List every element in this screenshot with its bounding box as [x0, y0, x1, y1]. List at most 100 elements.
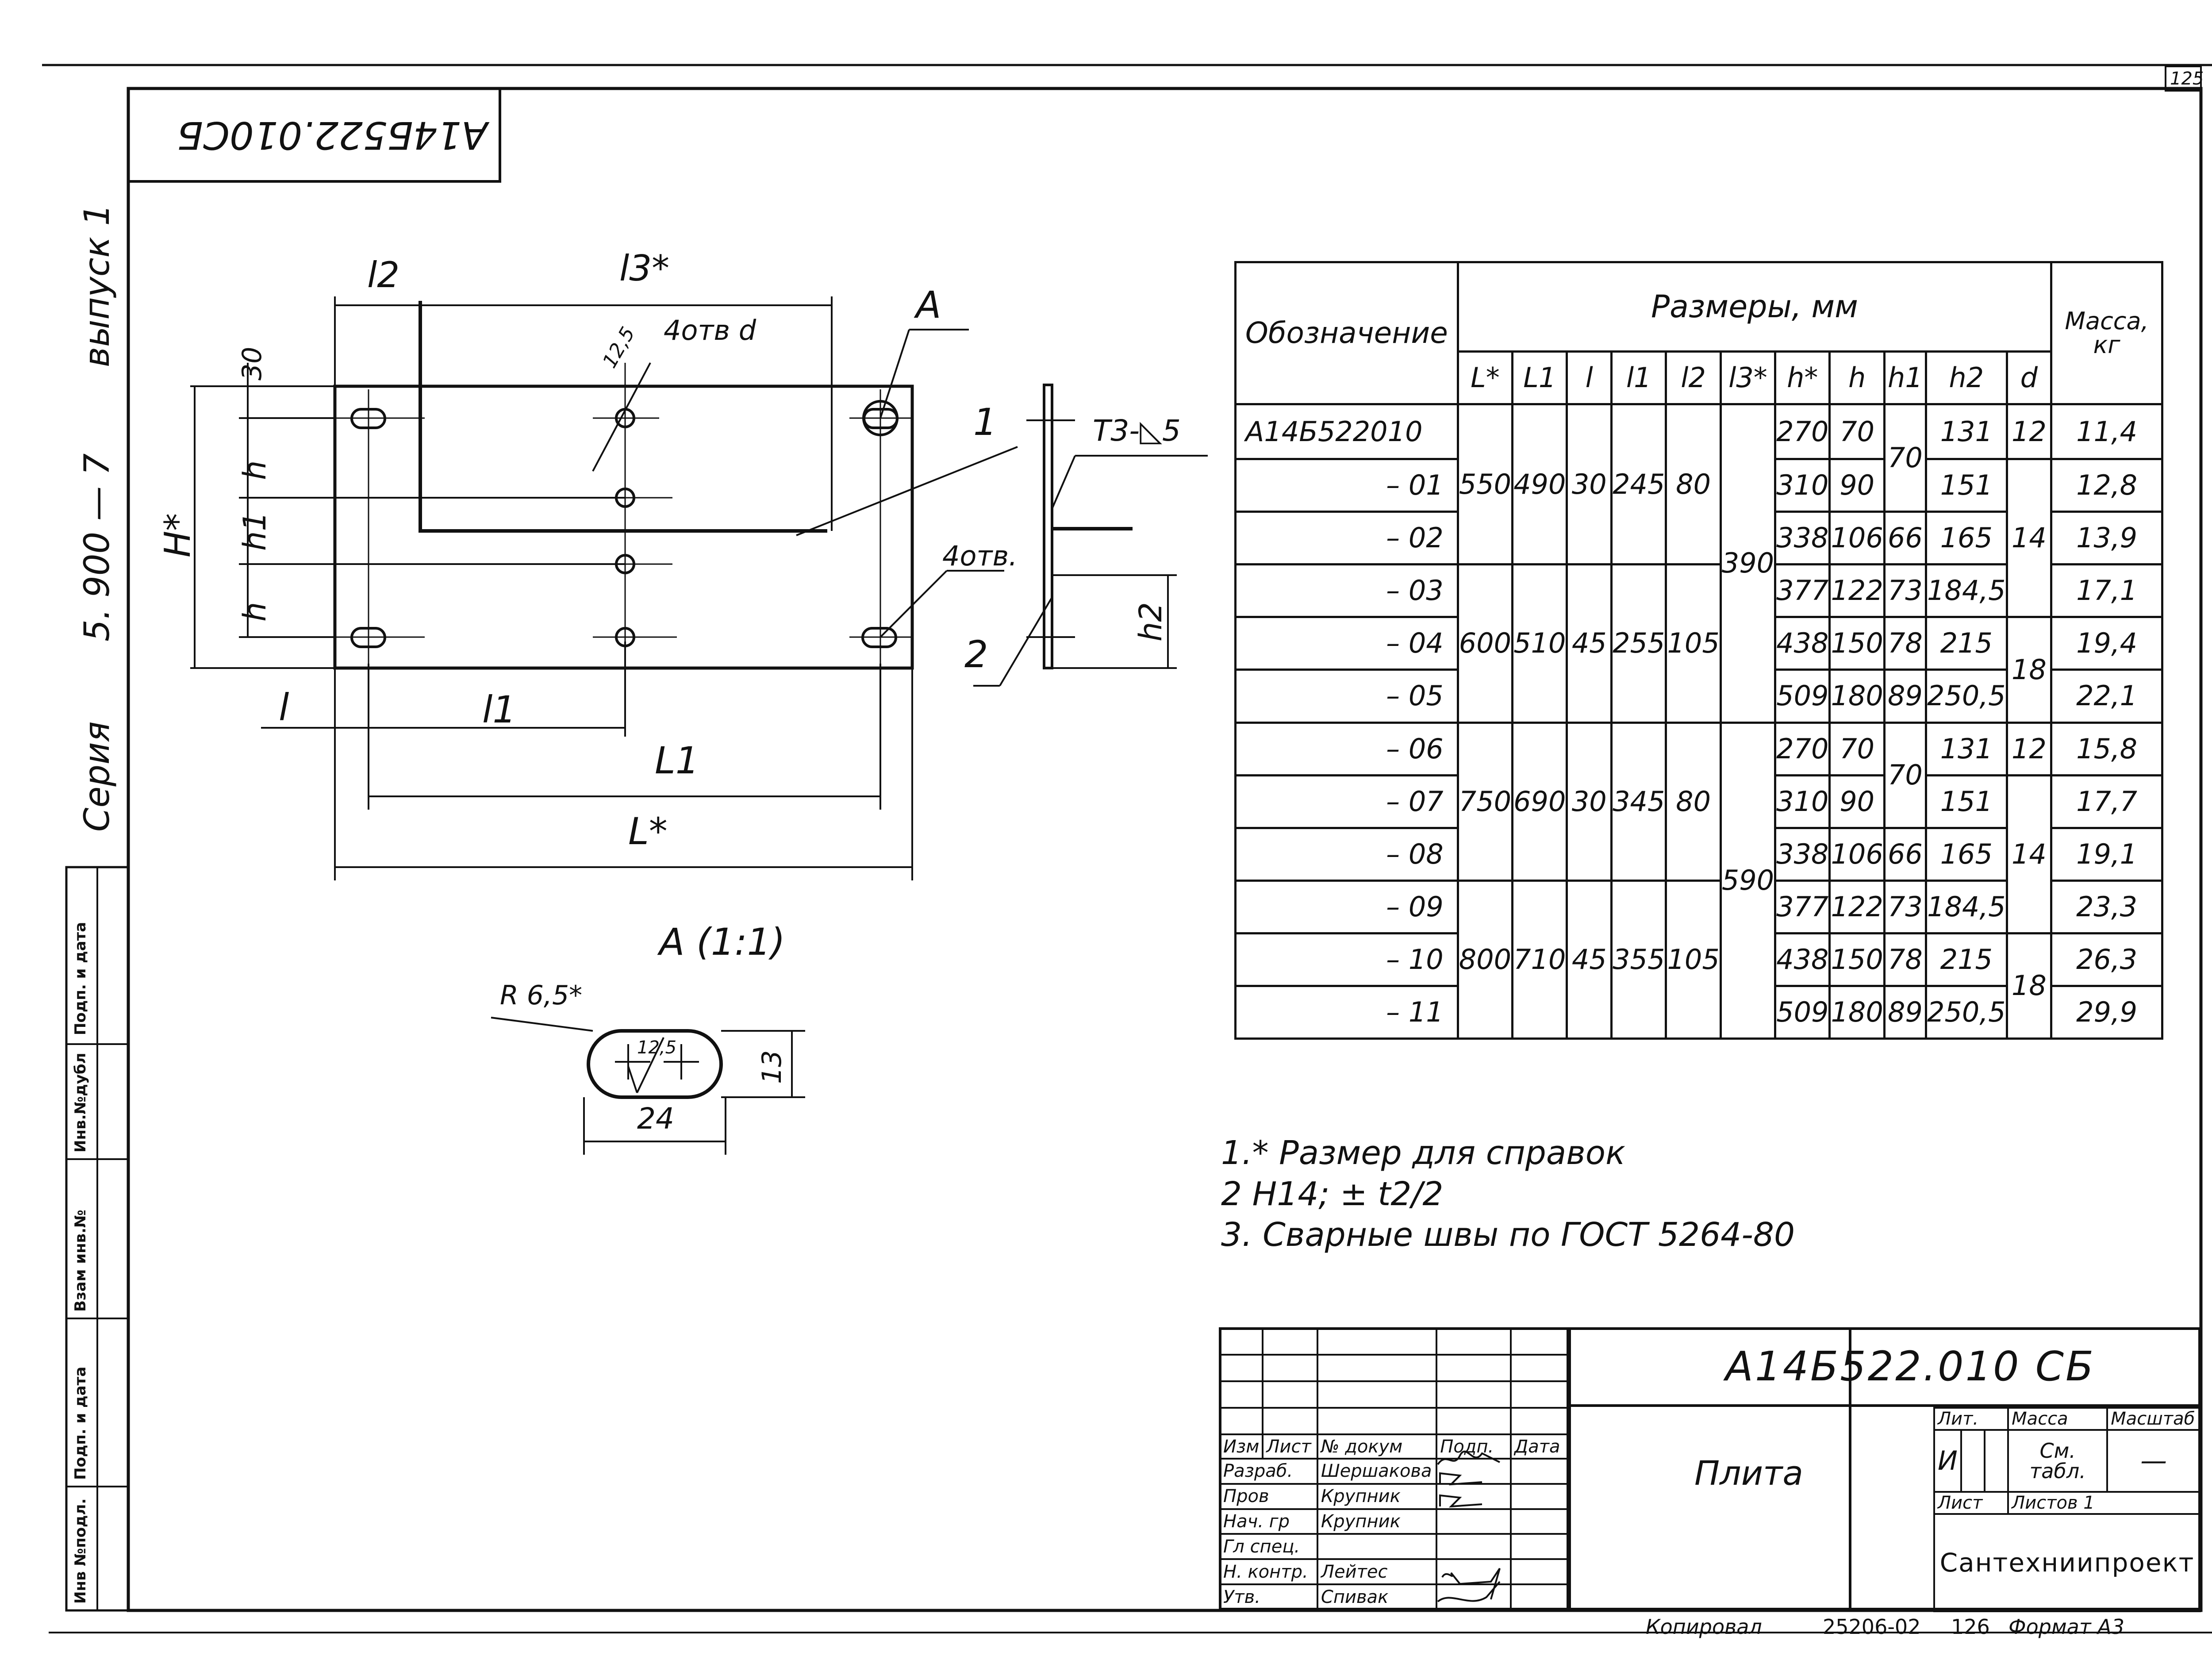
dim-h2: h2: [1133, 602, 1169, 642]
note-1: 1.* Размер для справок: [1221, 1134, 1625, 1172]
h2-cell: 215: [1925, 932, 2008, 987]
dim-l1: l1: [482, 688, 516, 731]
table-row: – 06 750 690 30 345 80 590 270 70 70 131…: [1234, 721, 2163, 1040]
designation-cell: – 11: [1234, 984, 1459, 1040]
part-1-label: 1: [973, 400, 997, 444]
h1-cell: 66: [1883, 826, 1928, 882]
subheader-L: L*: [1456, 350, 1514, 405]
person-utv: Спивак: [1316, 1583, 1438, 1610]
role-gl-spec: Гл спец.: [1219, 1533, 1318, 1560]
h2-cell: 250,5: [1925, 984, 2008, 1040]
h2-cell: 165: [1925, 511, 2008, 566]
h-star-cell: 270: [1774, 721, 1831, 776]
h1-cell: 73: [1883, 563, 1928, 619]
L1-cell: 510: [1511, 563, 1568, 724]
title-block-info: Лит. Масса Масштаб И См. табл. — Лист Ли…: [1933, 1407, 2201, 1612]
d-cell: 14: [2005, 458, 2053, 619]
h1-cell: 89: [1883, 669, 1928, 724]
designation-cell: – 05: [1234, 669, 1459, 724]
mass-cell: 26,3: [2050, 932, 2163, 987]
subheader-l2: l2: [1665, 350, 1722, 405]
h-star-cell: 377: [1774, 879, 1831, 934]
person-prov: Крупник: [1316, 1483, 1438, 1510]
designation-cell: – 04: [1234, 616, 1459, 671]
margin-inv-podl: Инв №подл.: [72, 1498, 89, 1604]
mass-cell: 23,3: [2050, 879, 2163, 934]
l-cell: 45: [1566, 879, 1613, 1040]
h-cell: 180: [1828, 984, 1886, 1040]
margin-inv-dubl: Инв.№дубл: [72, 1053, 89, 1153]
footer-code: 25206-02: [1823, 1615, 1921, 1639]
stamp-code: А14Б522.010СБ: [177, 113, 488, 157]
detail-inner: 12,5: [637, 1037, 677, 1058]
header-sizes: Размеры, мм: [1456, 261, 2053, 353]
mass-label: Масса: [2007, 1407, 2108, 1431]
table-row: – 08 338 106 66 165 19,1: [1234, 826, 2163, 882]
part-2-label: 2: [964, 633, 988, 676]
table-row: – 01 310 90 151 14 12,8: [1234, 458, 2163, 619]
h-star-cell: 509: [1774, 669, 1831, 724]
h1-cell: 78: [1883, 932, 1928, 987]
l2-cell: 105: [1665, 563, 1722, 724]
person-gl-spec: [1316, 1533, 1438, 1560]
h-cell: 122: [1828, 563, 1886, 619]
l1-cell: 255: [1610, 563, 1667, 724]
subheader-h: h: [1828, 350, 1886, 405]
col-podp: Подп.: [1436, 1433, 1512, 1460]
subheader-h1: h1: [1883, 350, 1928, 405]
h1-cell: 73: [1883, 879, 1928, 934]
designation-cell: – 06: [1234, 721, 1459, 776]
l2-cell: 80: [1665, 403, 1722, 566]
h-star-cell: 509: [1774, 984, 1831, 1040]
h-star-cell: 438: [1774, 616, 1831, 671]
view-a-label: A: [916, 283, 941, 327]
col-doc: № докум: [1316, 1433, 1438, 1460]
series-value: 5. 900 — 7: [77, 453, 117, 642]
h2-cell: 131: [1925, 721, 2008, 776]
h-star-cell: 310: [1774, 774, 1831, 829]
h-cell: 70: [1828, 403, 1886, 461]
designation-cell: – 07: [1234, 774, 1459, 829]
table-row: – 05 509 180 89 250,5 22,1: [1234, 669, 2163, 724]
dim-h-bottom: h: [237, 602, 273, 622]
doc-number: А14Б522.010 СБ: [1725, 1343, 2096, 1390]
series-label: Серия: [77, 721, 117, 832]
l-cell: 30: [1566, 721, 1613, 882]
role-prov: Пров: [1219, 1483, 1318, 1510]
dim-H: H*: [157, 513, 198, 557]
mass-cell: 13,9: [2050, 511, 2163, 566]
h-cell: 106: [1828, 511, 1886, 566]
h2-cell: 165: [1925, 826, 2008, 882]
footer-num: 126: [1951, 1615, 1990, 1639]
dim-L: L*: [628, 810, 668, 853]
table-row: – 07 310 90 151 14 17,7: [1234, 774, 2163, 934]
h-cell: 90: [1828, 458, 1886, 513]
footer-copied: Копировал: [1646, 1615, 1762, 1639]
subheader-L1: L1: [1511, 350, 1568, 405]
plate-outline: [333, 384, 914, 670]
sheet-label: Лист: [1933, 1491, 2009, 1515]
weld-label: Т3-◺5: [1093, 414, 1181, 448]
h2-cell: 184,5: [1925, 879, 2008, 934]
note-3: 3. Сварные швы по ГОСТ 5264-80: [1221, 1216, 1795, 1254]
scale-value: —: [2106, 1429, 2201, 1493]
h-cell: 180: [1828, 669, 1886, 724]
scale-label: Масштаб: [2106, 1407, 2201, 1431]
l1-cell: 355: [1610, 879, 1667, 1040]
L-cell: 800: [1456, 879, 1514, 1040]
h1-cell: 78: [1883, 616, 1928, 671]
L-cell: 550: [1456, 403, 1514, 566]
d-cell: 14: [2005, 774, 2053, 934]
h1-cell: 66: [1883, 511, 1928, 566]
L-cell: 750: [1456, 721, 1514, 882]
designation-cell: – 10: [1234, 932, 1459, 987]
mass-cell: 29,9: [2050, 984, 2163, 1040]
subheader-h2: h2: [1925, 350, 2008, 405]
l3-cell: 390: [1719, 403, 1777, 724]
h2-cell: 131: [1925, 403, 2008, 461]
role-utv: Утв.: [1219, 1583, 1318, 1610]
subheader-l3: l3*: [1719, 350, 1777, 405]
L-cell: 600: [1456, 563, 1514, 724]
table-row: – 04 438 150 78 215 18 19,4: [1234, 616, 2163, 724]
dim-L1: L1: [655, 739, 699, 782]
